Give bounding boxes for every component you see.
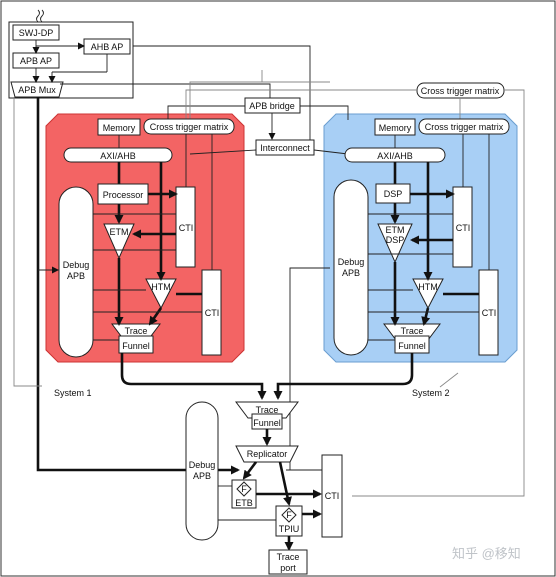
bottom-apb-label: APB: [193, 471, 211, 481]
s1-trace-funnel-label-1: Trace: [125, 326, 148, 336]
s1-htm-label: HTM: [151, 282, 171, 292]
s1-apb-label: APB: [67, 271, 85, 281]
s1-axi-ahb-label: AXI/AHB: [100, 151, 136, 161]
s1-etm-shape: [103, 223, 135, 260]
s1-ctm-label: Cross trigger matrix: [150, 122, 229, 132]
system2-caption: System 2: [412, 388, 450, 398]
apb-mux-label: APB Mux: [18, 85, 56, 95]
bottom-cti-label: CTI: [325, 491, 340, 501]
s2-cti-a: [452, 186, 473, 268]
s2-cti-a-label: CTI: [456, 223, 471, 233]
s1-processor-label: Processor: [103, 190, 144, 200]
etb-formatter-icon: [236, 481, 252, 497]
interconnect-box: [255, 139, 315, 156]
tpiu-label: TPIU: [279, 524, 300, 534]
s2-ctm-label: Cross trigger matrix: [425, 122, 504, 132]
apb-mux-shape: [10, 81, 64, 98]
s2-cti-b-label: CTI: [482, 308, 497, 318]
main-trace-funnel-label-1: Trace: [256, 405, 279, 415]
top-cross-trigger-matrix: [416, 82, 505, 99]
top-ctm-label: Cross trigger matrix: [421, 86, 500, 96]
apb-bridge-box: [244, 97, 301, 114]
replicator-shape: [235, 445, 299, 463]
system1-caption: System 1: [54, 388, 92, 398]
apb-bus-main: [36, 97, 240, 475]
trace-port-label-2: port: [280, 563, 296, 573]
s2-ctm-box: [418, 118, 510, 135]
swj-dp-label: SWJ-DP: [19, 28, 54, 38]
s2-htm-label: HTM: [418, 282, 438, 292]
system2-region: [323, 113, 518, 363]
etb-label: ETB: [235, 498, 253, 508]
bottom-debug-label: Debug: [189, 460, 216, 470]
s2-etm-dsp-label: DSP: [386, 235, 405, 245]
tpiu-f-label: F: [286, 510, 292, 520]
s2-debug-apb: [333, 179, 369, 356]
s2-apb-label: APB: [342, 268, 360, 278]
apb-ap-label: APB AP: [20, 56, 52, 66]
system1-region: [45, 113, 245, 363]
s1-cti-b: [201, 269, 222, 356]
interconnect-label: Interconnect: [260, 143, 310, 153]
etb-f-label: F: [241, 484, 247, 494]
trace-port-box: [268, 549, 308, 575]
bottom-debug-apb: [185, 401, 219, 541]
s2-trace-funnel-label-1: Trace: [401, 326, 424, 336]
s1-trace-output: [120, 353, 267, 400]
bottom-cti: [321, 454, 343, 538]
s2-cti-b: [478, 269, 499, 356]
s1-trace-funnel-label-2: Funnel: [122, 341, 150, 351]
s2-etm-label: ETM: [386, 225, 405, 235]
replicator-label: Replicator: [247, 449, 288, 459]
s2-etm-dsp-shape: [377, 223, 413, 264]
s2-dsp-label: DSP: [384, 189, 403, 199]
s1-ctm-box: [143, 118, 235, 135]
s1-etm-label: ETM: [110, 227, 129, 237]
main-trace-funnel-label-2: Funnel: [253, 418, 281, 428]
trace-port-label-1: Trace: [277, 552, 300, 562]
s2-trace-funnel-label-2: Funnel: [398, 341, 426, 351]
s2-debug-label: Debug: [338, 257, 365, 267]
ahb-ap-label: AHB AP: [91, 42, 124, 52]
tpiu-formatter-icon: [281, 507, 297, 523]
s1-cti-b-label: CTI: [205, 308, 220, 318]
s1-memory-label: Memory: [103, 123, 136, 133]
s1-debug-apb: [58, 186, 94, 358]
s2-memory-label: Memory: [379, 123, 412, 133]
watermark-text: 知乎 @移知: [452, 546, 521, 561]
s2-axi-ahb-label: AXI/AHB: [377, 151, 413, 161]
s1-debug-label: Debug: [63, 260, 90, 270]
s1-cti-a: [175, 186, 196, 268]
s1-cti-a-label: CTI: [179, 223, 194, 233]
s2-trace-output: [273, 353, 414, 400]
apb-bridge-label: APB bridge: [249, 101, 295, 111]
swj-connector-icon: [36, 9, 40, 23]
